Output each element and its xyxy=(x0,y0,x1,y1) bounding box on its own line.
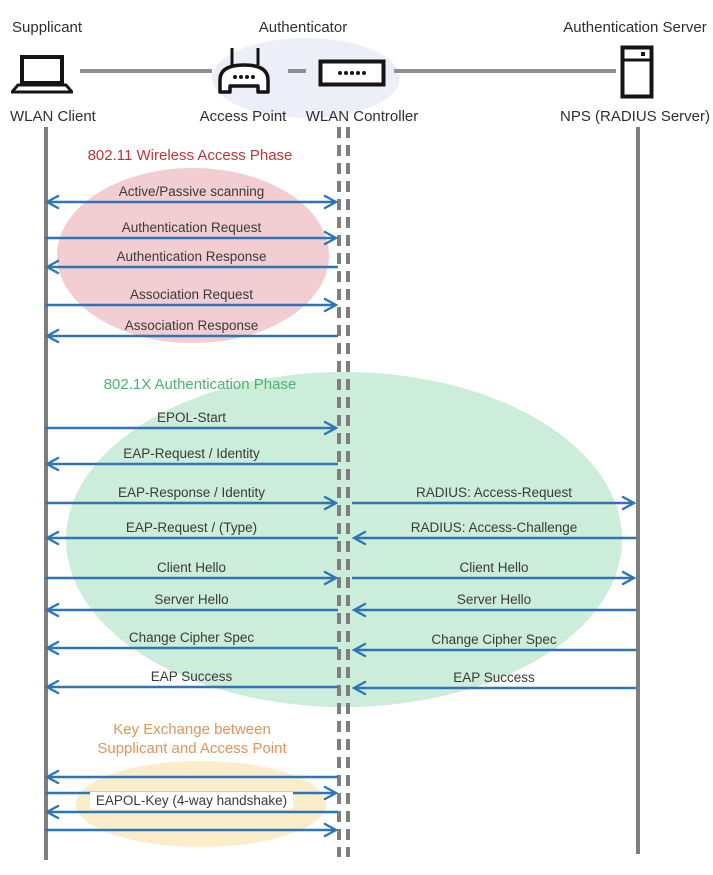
wlan-controller-icon xyxy=(318,59,386,87)
arrow-left-icon xyxy=(45,769,338,785)
message-row xyxy=(45,804,338,820)
eapol-key-label: EAPOL-Key (4-way handshake) xyxy=(45,792,338,809)
message-row: Association Response xyxy=(45,318,338,344)
server-icon xyxy=(620,45,654,99)
arrow-left-icon xyxy=(45,456,338,472)
wlan-controller-label: WLAN Controller xyxy=(305,108,419,125)
arrow-left-icon xyxy=(352,642,636,658)
message-row: EAP-Response / Identity xyxy=(45,485,338,511)
message-row: Server Hello xyxy=(45,592,338,618)
message-label: Server Hello xyxy=(456,592,532,607)
link-line-client-ap xyxy=(80,69,212,73)
message-label: RADIUS: Access-Request xyxy=(415,485,573,500)
arrow-left-icon xyxy=(45,679,338,695)
message-row: Authentication Request xyxy=(45,220,338,246)
message-row: RADIUS: Access-Challenge xyxy=(352,520,636,546)
arrow-left-icon xyxy=(352,680,636,696)
message-label: Authentication Request xyxy=(121,220,262,235)
message-row: EPOL-Start xyxy=(45,410,338,436)
message-label: EAP Success xyxy=(453,670,535,685)
phase1-ellipse xyxy=(57,168,329,343)
arrow-right-icon xyxy=(45,570,338,586)
arrow-left-icon xyxy=(45,328,338,344)
message-label: RADIUS: Access-Challenge xyxy=(410,520,578,535)
message-row xyxy=(45,769,338,785)
lifeline-nps-server xyxy=(636,127,640,854)
message-row: Client Hello xyxy=(352,560,636,586)
message-label: Authentication Response xyxy=(116,249,267,264)
message-label: EPOL-Start xyxy=(156,410,227,425)
arrow-right-icon xyxy=(45,495,338,511)
arrow-right-icon xyxy=(45,297,338,313)
message-row: Authentication Response xyxy=(45,249,338,275)
message-row: Active/Passive scanning xyxy=(45,184,338,210)
lifeline-wlan-controller xyxy=(346,127,350,857)
authenticator-role-label: Authenticator xyxy=(258,19,348,36)
message-row: EAP Success xyxy=(45,669,338,695)
phase3-title: Key Exchange between Supplicant and Acce… xyxy=(32,720,352,758)
arrow-left-icon xyxy=(352,530,636,546)
arrow-left-icon xyxy=(45,530,338,546)
message-row: EAP-Request / (Type) xyxy=(45,520,338,546)
message-label: Change Cipher Spec xyxy=(431,632,557,647)
message-label: EAP-Request / Identity xyxy=(123,446,260,461)
supplicant-role-label: Supplicant xyxy=(12,19,83,36)
arrow-left-icon xyxy=(45,804,338,820)
nps-label: NPS (RADIUS Server) xyxy=(559,108,711,125)
message-label: Server Hello xyxy=(154,592,229,607)
arrow-right-icon xyxy=(352,495,636,511)
auth-server-role-label: Authentication Server xyxy=(563,19,707,36)
access-point-label: Access Point xyxy=(199,108,287,125)
message-label: EAP-Response / Identity xyxy=(117,485,266,500)
message-row: RADIUS: Access-Request xyxy=(352,485,636,511)
message-label: EAP Success xyxy=(150,669,233,684)
arrow-left-icon xyxy=(352,602,636,618)
phase1-title: 802.11 Wireless Access Phase xyxy=(87,147,293,164)
message-label: Change Cipher Spec xyxy=(128,630,255,645)
message-row: Association Request xyxy=(45,287,338,313)
message-label: EAP-Request / (Type) xyxy=(125,520,258,535)
access-point-icon xyxy=(214,46,274,98)
message-row: Client Hello xyxy=(45,560,338,586)
arrow-right-icon xyxy=(45,420,338,436)
arrow-right-icon xyxy=(45,230,338,246)
wlan-client-label: WLAN Client xyxy=(10,108,96,125)
arrow-left-icon xyxy=(45,640,338,656)
message-row xyxy=(45,822,338,838)
message-row: Server Hello xyxy=(352,592,636,618)
arrow-left-icon xyxy=(45,602,338,618)
message-label: Client Hello xyxy=(459,560,529,575)
message-row: Change Cipher Spec xyxy=(352,632,636,658)
message-label: Association Response xyxy=(124,318,259,333)
phase3-title-line1: Key Exchange between xyxy=(113,721,271,738)
message-row: EAP Success xyxy=(352,670,636,696)
arrow-right-icon xyxy=(45,822,338,838)
link-dash-ap-controller xyxy=(288,69,306,73)
message-label: Association Request xyxy=(129,287,254,302)
arrow-both-icon xyxy=(45,194,338,210)
phase3-title-line2: Supplicant and Access Point xyxy=(97,740,287,757)
phase2-title: 802.1X Authentication Phase xyxy=(103,376,297,393)
message-row: Change Cipher Spec xyxy=(45,630,338,656)
laptop-icon xyxy=(10,54,74,94)
arrow-left-icon xyxy=(45,259,338,275)
message-label: Client Hello xyxy=(156,560,227,575)
arrow-right-icon xyxy=(352,570,636,586)
message-row: EAP-Request / Identity xyxy=(45,446,338,472)
link-line-controller-server xyxy=(394,69,616,73)
lifeline-access-point xyxy=(337,127,341,857)
message-label: Active/Passive scanning xyxy=(118,184,265,199)
lifeline-wlan-client xyxy=(44,127,48,860)
